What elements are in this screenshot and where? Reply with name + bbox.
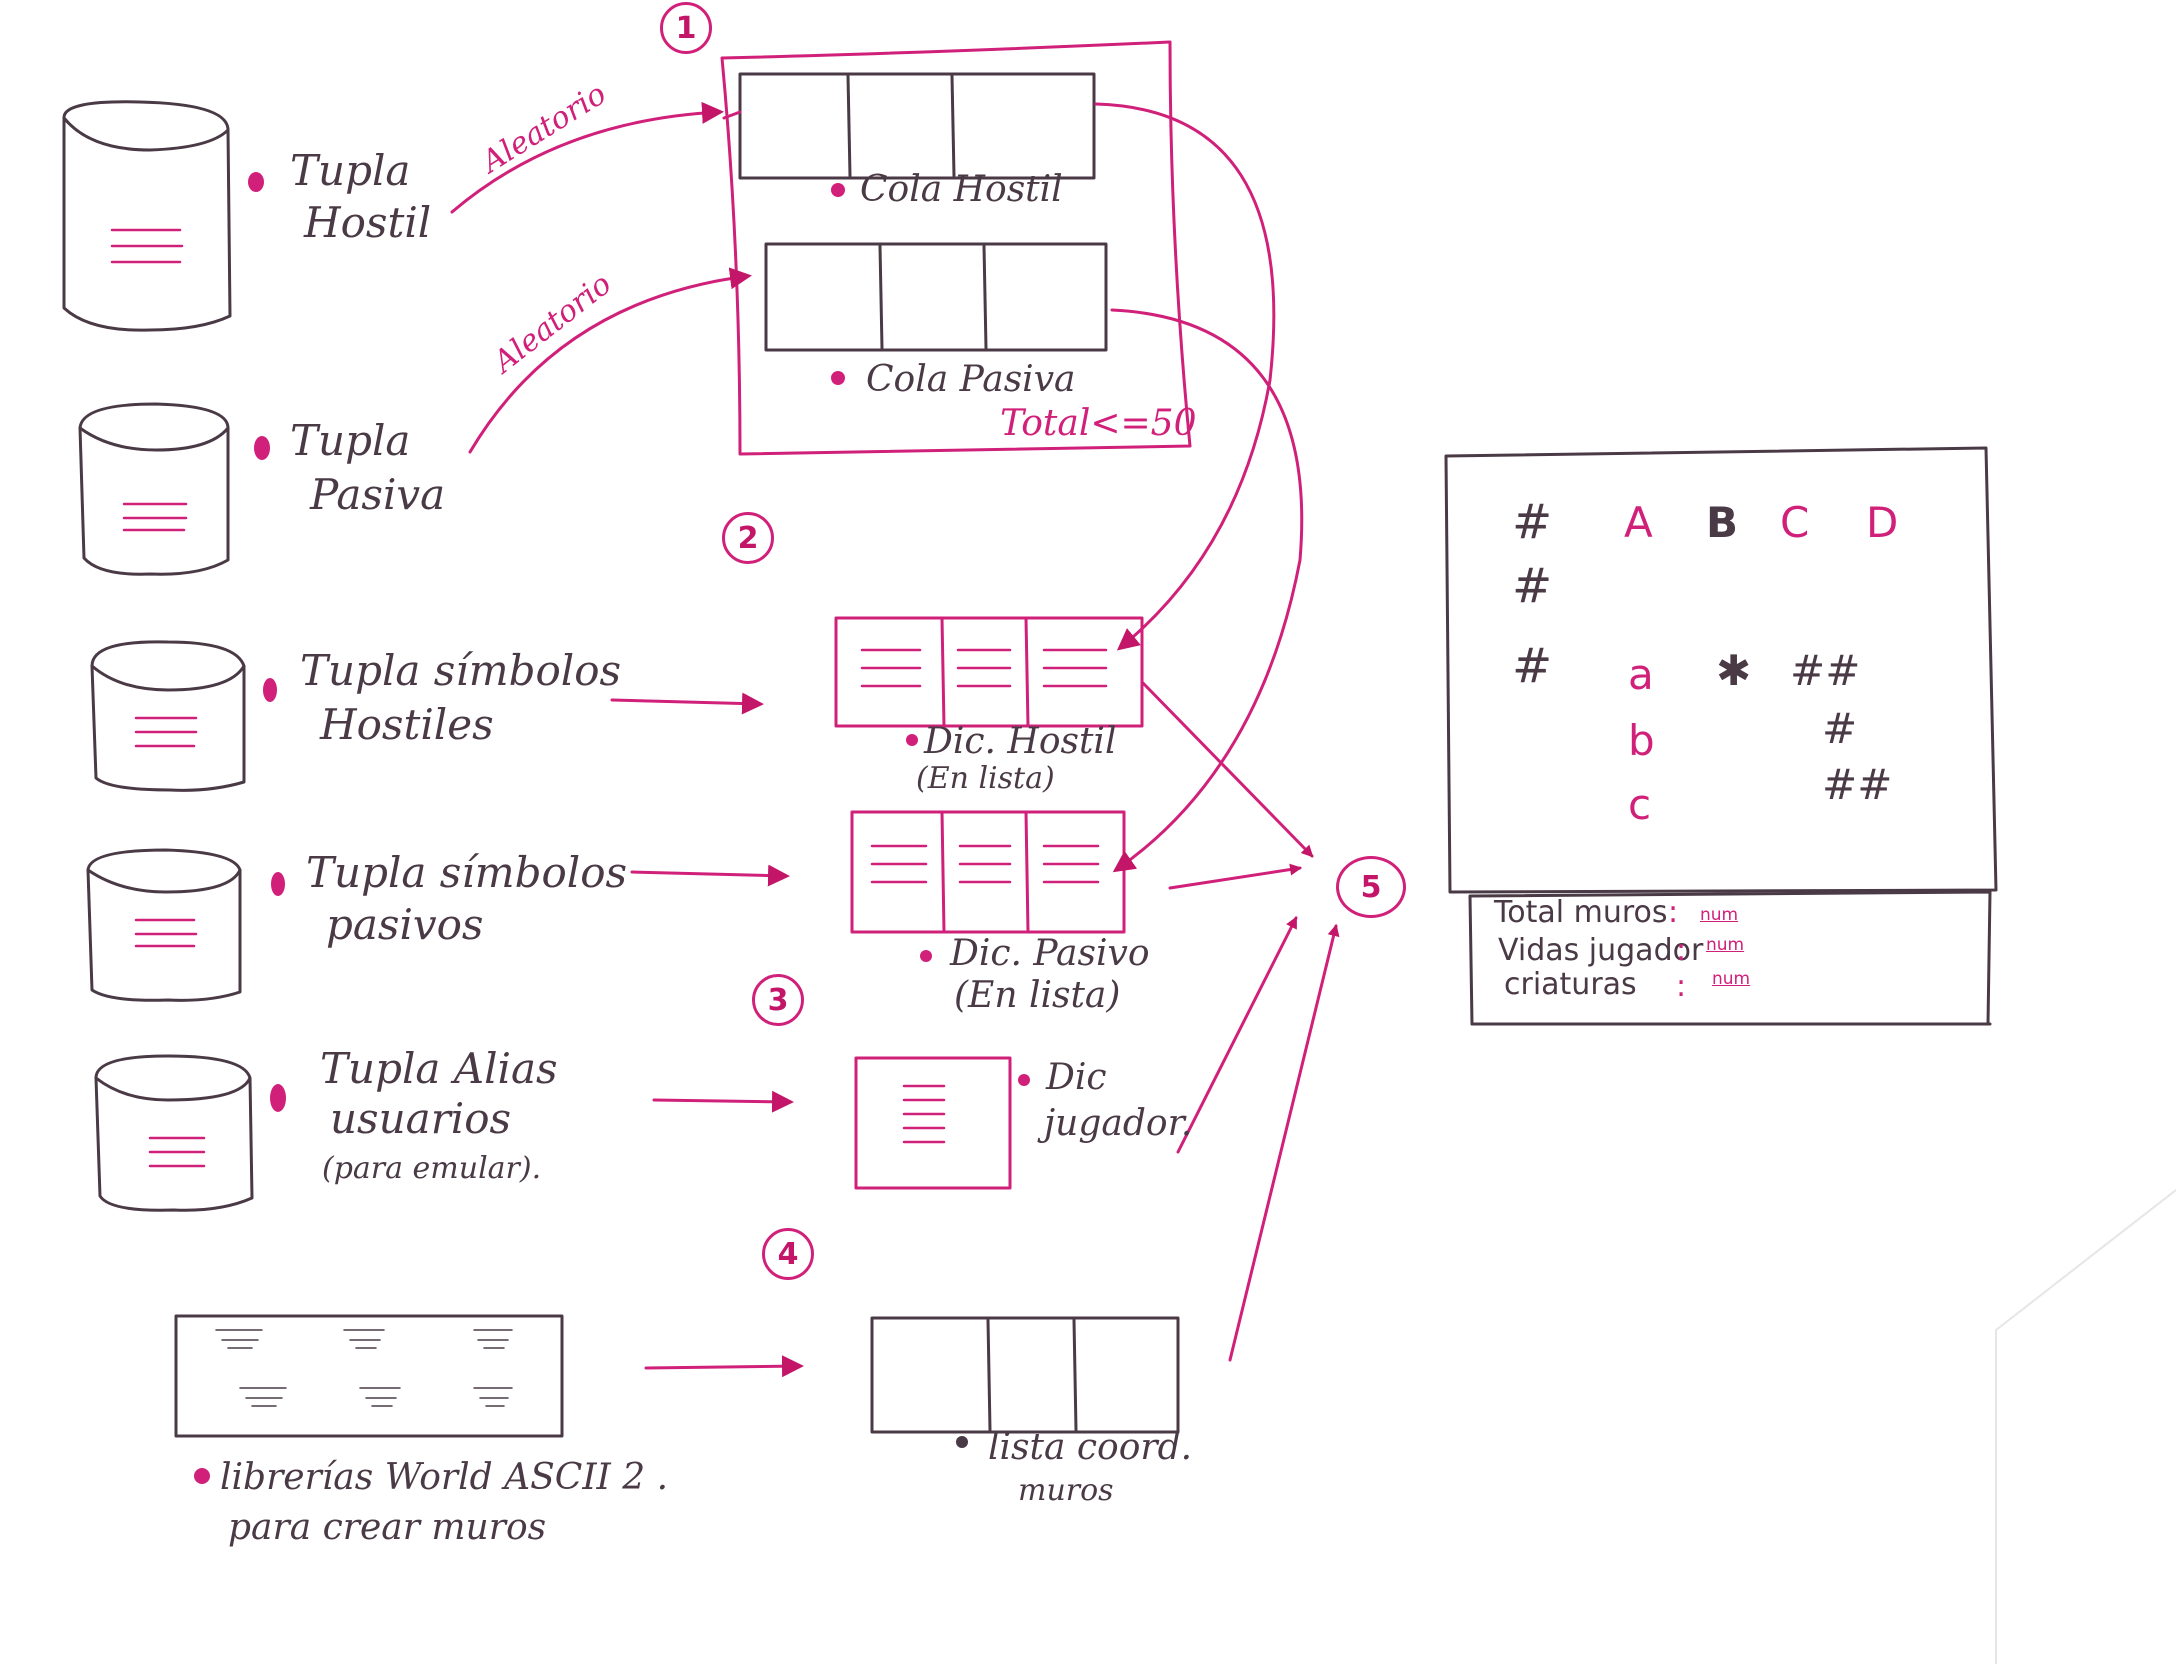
- label-dic-jugador-2: jugador.: [1044, 1103, 1193, 1144]
- label-tupla-hostil-1: Tupla: [290, 146, 411, 195]
- label-lista-coord-1: lista coord.: [988, 1427, 1193, 1468]
- bullet: [263, 678, 277, 702]
- bullet: [271, 872, 285, 896]
- label-dic-pasivo-1: Dic. Pasivo: [950, 933, 1150, 974]
- arrow-dic-hostil-to-5: [1140, 680, 1314, 858]
- label-alias-3: (para emular).: [322, 1151, 542, 1186]
- bullet: [906, 734, 918, 746]
- step-2-marker: 2: [722, 512, 774, 564]
- board-col-d: D: [1866, 498, 1899, 547]
- board-col-b: B: [1706, 498, 1739, 547]
- bullet: [270, 1084, 286, 1112]
- lista-coord-box: [870, 1316, 1180, 1434]
- label-tupla-pasiva-1: Tupla: [290, 416, 411, 465]
- database-pasiva-icon: [78, 402, 230, 576]
- label-alias-1: Tupla Alias: [320, 1044, 558, 1093]
- arrow-dic-pasivo-to-5: [1168, 863, 1302, 890]
- board-col-a: A: [1624, 498, 1653, 547]
- board-col-c: C: [1780, 498, 1810, 547]
- cola-pasiva-box: [764, 242, 1108, 352]
- stat-total-muros-value: num: [1700, 905, 1739, 925]
- step-5-marker: 5: [1336, 856, 1406, 918]
- board-frame: [1444, 446, 1998, 894]
- stat-total-muros-sep: :: [1668, 895, 1679, 930]
- bullet: [194, 1468, 210, 1484]
- database-alias-icon: [94, 1054, 254, 1212]
- arrow-aleatorio-pasiva: [468, 267, 752, 454]
- label-librerias-2: para crear muros: [228, 1507, 547, 1548]
- dic-jugador-box: [854, 1056, 1012, 1190]
- arrow-librerias-to-lista: [644, 1355, 804, 1378]
- stat-criaturas-value: num: [1712, 969, 1751, 989]
- board-row-a: a: [1628, 650, 1654, 699]
- bullet: [1018, 1074, 1030, 1086]
- arrow-aleatorio-hostil: [450, 101, 724, 214]
- board-wall-2: #: [1822, 704, 1858, 753]
- board-row-hash-2: #: [1512, 638, 1553, 694]
- label-simbolos-pasivos-2: pasivos: [326, 900, 484, 949]
- label-alias-2: usuarios: [330, 1094, 512, 1143]
- board-row-b: b: [1628, 716, 1655, 765]
- arrow-cola-hostil-to-dic: [1094, 102, 1276, 651]
- step-1-marker: 1: [660, 2, 712, 54]
- stat-vidas-value: num: [1706, 935, 1745, 955]
- database-simbolos-hostiles-icon: [90, 640, 246, 792]
- colas-frame: [720, 40, 1192, 456]
- step-4-marker: 4: [762, 1228, 814, 1280]
- stat-criaturas-label: criaturas: [1504, 967, 1637, 1002]
- arrow-hostiles-to-dic: [610, 692, 764, 715]
- board-wall-1: ##: [1790, 646, 1861, 695]
- label-total: Total<=50: [1000, 403, 1197, 444]
- bullet: [831, 183, 845, 197]
- dic-pasivo-box: [850, 810, 1126, 934]
- board-header-hash: #: [1512, 494, 1553, 550]
- arrow-alias-to-jugador: [652, 1090, 794, 1113]
- board-star-icon: ✱: [1716, 646, 1752, 695]
- bullet: [254, 436, 270, 460]
- arrow-pasivos-to-dic: [630, 864, 790, 887]
- stat-vidas-sep: :: [1676, 933, 1687, 968]
- stat-vidas-label: Vidas jugador: [1498, 933, 1704, 968]
- board-row-hash-1: #: [1512, 558, 1553, 614]
- db-lines: [110, 228, 206, 1168]
- label-cola-hostil: Cola Hostil: [860, 169, 1063, 210]
- label-simbolos-hostiles-1: Tupla símbolos: [300, 646, 622, 695]
- board-row-c: c: [1628, 780, 1652, 829]
- bullet: [248, 172, 264, 192]
- bullet: [831, 371, 845, 385]
- label-dic-jugador-1: Dic: [1046, 1057, 1107, 1098]
- database-simbolos-pasivos-icon: [86, 848, 242, 1002]
- step-3-marker: 3: [752, 974, 804, 1026]
- stat-total-muros-label: Total muros: [1494, 895, 1668, 930]
- label-dic-hostil-1: Dic. Hostil: [924, 721, 1117, 762]
- label-cola-pasiva: Cola Pasiva: [866, 359, 1076, 400]
- dic-hostil-box: [834, 616, 1144, 728]
- label-dic-pasivo-2: (En lista): [954, 975, 1121, 1016]
- bracket-arrow-hostil: [722, 110, 742, 120]
- label-tupla-hostil-2: Hostil: [304, 198, 432, 247]
- label-tupla-pasiva-2: Pasiva: [310, 470, 446, 519]
- bullet: [920, 950, 932, 962]
- board-wall-3: ##: [1822, 760, 1893, 809]
- database-hostil-icon: [62, 100, 232, 332]
- label-simbolos-pasivos-1: Tupla símbolos: [306, 848, 628, 897]
- bullet: [956, 1436, 968, 1448]
- librerias-box: [174, 1314, 564, 1438]
- arrow-cola-pasiva-to-dic: [1110, 308, 1304, 873]
- label-dic-hostil-2: (En lista): [916, 761, 1055, 796]
- arrow-lista-to-5: [1228, 924, 1340, 1362]
- stat-criaturas-sep: :: [1676, 969, 1687, 1004]
- label-librerias-1: librerías World ASCII 2 .: [220, 1457, 669, 1498]
- label-lista-coord-2: muros: [1018, 1473, 1114, 1508]
- cola-hostil-box: [738, 72, 1096, 180]
- label-simbolos-hostiles-2: Hostiles: [320, 700, 494, 749]
- arrow-jugador-to-5: [1176, 916, 1298, 1154]
